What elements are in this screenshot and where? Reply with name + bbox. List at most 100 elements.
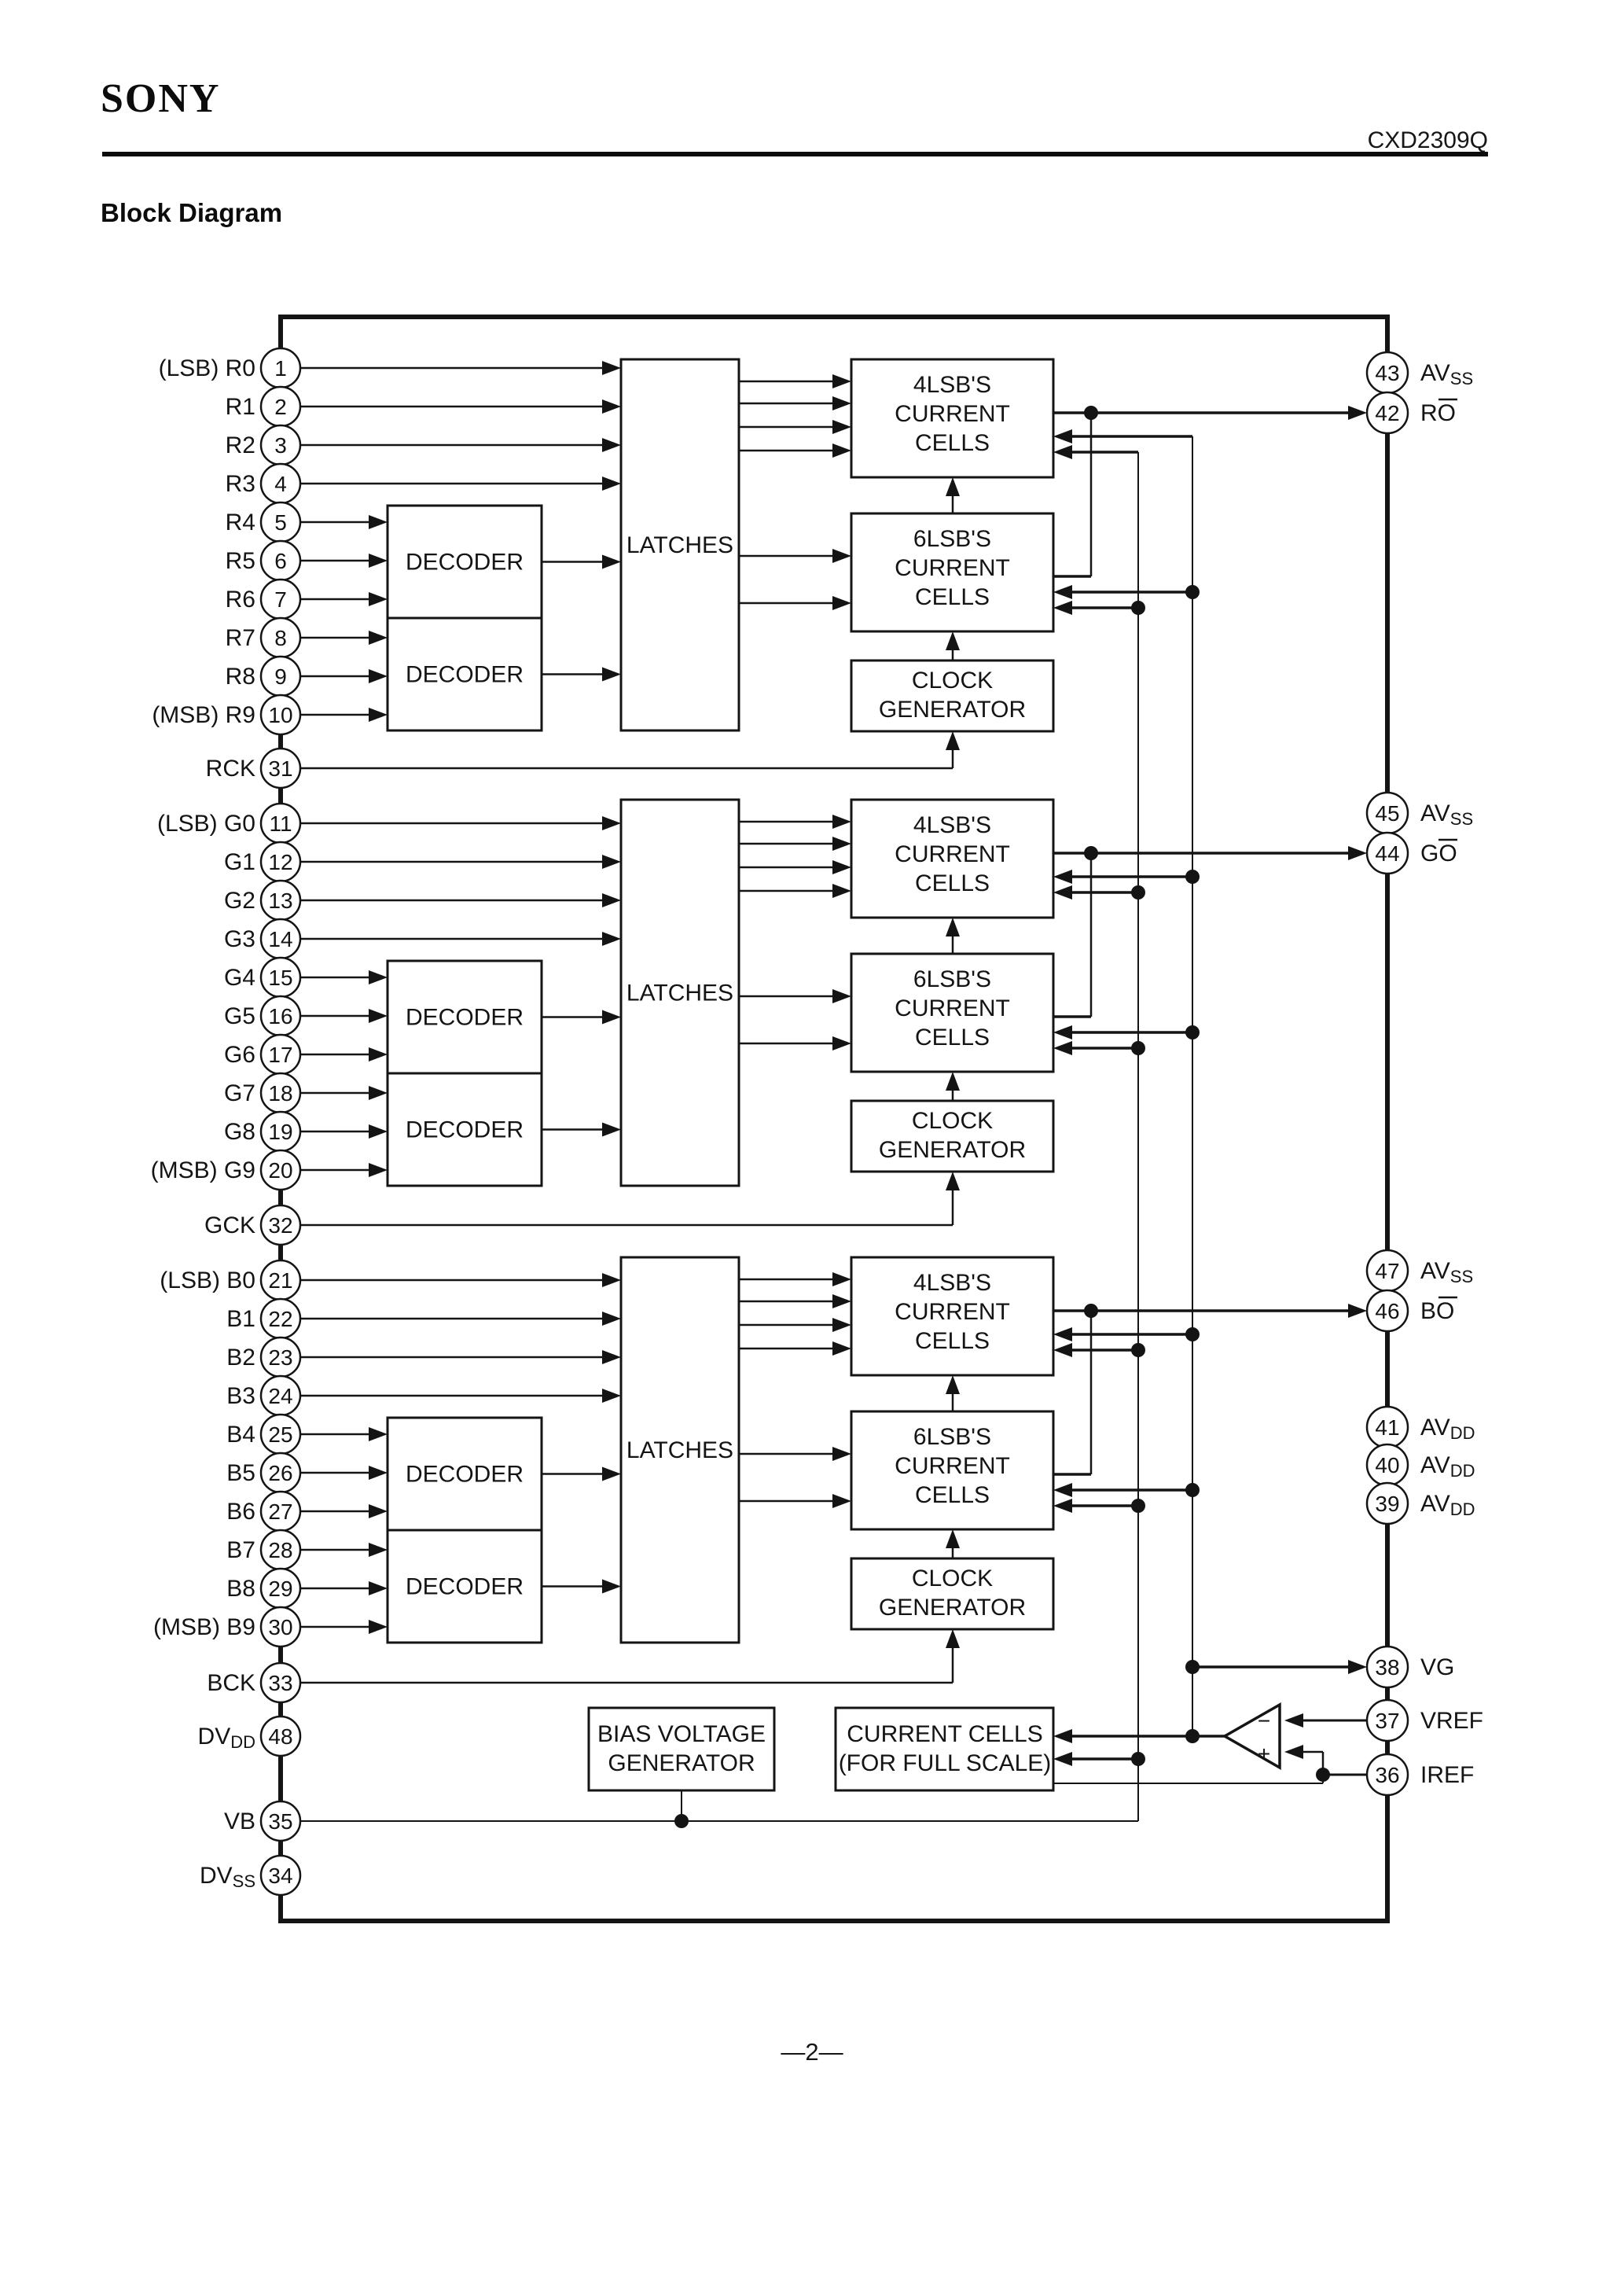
pin-number: 14 xyxy=(268,927,292,951)
pin-number: 42 xyxy=(1375,401,1399,425)
label: DECODER xyxy=(406,1117,524,1143)
block-latches-g: LATCHES xyxy=(619,798,740,1187)
channel-g: LATCHESDECODERDECODER4LSB'SCURRENTCELLS6… xyxy=(300,798,1367,1227)
label: CLOCK xyxy=(912,1566,993,1591)
pin-label: B7 xyxy=(226,1537,255,1563)
pin-number: 36 xyxy=(1375,1763,1399,1787)
pin-label: (LSB) R0 xyxy=(159,355,255,381)
label: DECODER xyxy=(406,662,524,688)
label: CELLS xyxy=(915,584,990,610)
label: − xyxy=(1258,1709,1270,1733)
pin-number: 1 xyxy=(274,356,287,381)
label: CURRENT CELLS xyxy=(847,1721,1043,1747)
pin-label: R6 xyxy=(226,587,255,613)
page-title: Block Diagram xyxy=(101,198,283,227)
pin-7: 7 R6 xyxy=(226,578,302,620)
pin-number: 18 xyxy=(268,1081,292,1106)
label: BIAS VOLTAGE xyxy=(597,1721,766,1747)
pin-label: GO xyxy=(1420,841,1457,867)
pin-number: 41 xyxy=(1375,1415,1399,1440)
header-rule xyxy=(102,152,1488,156)
pin-28: 28 B7 xyxy=(226,1529,302,1571)
label: GENERATOR xyxy=(879,1137,1026,1163)
block-decoder2-b: DECODER xyxy=(386,1529,543,1644)
label: CURRENT xyxy=(895,1299,1010,1325)
pin-label: G1 xyxy=(224,849,255,875)
label: CURRENT xyxy=(895,401,1010,427)
pin-number: 48 xyxy=(268,1724,292,1749)
block-clock-generator-b: CLOCK GENERATOR xyxy=(850,1557,1055,1631)
pin-label: (LSB) B0 xyxy=(160,1268,255,1293)
pin-number: 19 xyxy=(268,1120,292,1144)
pin-6: 6R5 xyxy=(226,539,302,582)
label: CURRENT xyxy=(895,995,1010,1021)
pin-label: VG xyxy=(1420,1654,1454,1680)
pin-label: IREF xyxy=(1420,1762,1474,1788)
page-number: —2— xyxy=(781,2038,843,2066)
pin-number: 45 xyxy=(1375,801,1399,826)
part-number: CXD2309Q xyxy=(1367,127,1488,153)
label: GENERATOR xyxy=(608,1750,755,1776)
pin-number: 29 xyxy=(268,1577,292,1601)
pin-5: 5R4 xyxy=(226,501,302,543)
pin-number: 7 xyxy=(274,587,287,612)
pin-number: 28 xyxy=(268,1538,292,1562)
label: CELLS xyxy=(915,1328,990,1354)
pin-12: 12 G1 xyxy=(224,841,302,883)
label: GENERATOR xyxy=(879,1595,1026,1621)
label: 6LSB'S xyxy=(913,1424,991,1450)
pin-label: B2 xyxy=(226,1345,255,1371)
label: GENERATOR xyxy=(879,697,1026,723)
pin-label: AVSS xyxy=(1420,1258,1473,1286)
pin-label: B6 xyxy=(226,1499,255,1525)
pin-number: 38 xyxy=(1375,1655,1399,1680)
pin-label: (MSB) G9 xyxy=(151,1157,255,1183)
pin-label: (MSB) R9 xyxy=(152,702,255,728)
pin-label: R3 xyxy=(226,471,255,497)
label: CURRENT xyxy=(895,555,1010,581)
label: CLOCK xyxy=(912,668,993,694)
pin-number: 12 xyxy=(268,850,292,874)
pin-4: 4R3 xyxy=(226,462,302,505)
label: LATCHES xyxy=(626,1437,733,1463)
label: CELLS xyxy=(915,430,990,456)
pin-number: 35 xyxy=(268,1809,292,1834)
pin-number: 13 xyxy=(268,889,292,913)
pin-1: 1 (LSB) R0 xyxy=(159,347,302,389)
pin-number: 25 xyxy=(268,1422,292,1447)
pin-label: R5 xyxy=(226,548,255,574)
label: 6LSB'S xyxy=(913,526,991,552)
pin-number: 31 xyxy=(268,756,292,781)
pin-number: 46 xyxy=(1375,1299,1399,1323)
pin-number: 20 xyxy=(268,1158,292,1183)
pin-number: 47 xyxy=(1375,1259,1399,1283)
pin-36: 36 IREF xyxy=(1365,1753,1474,1797)
block-6lsb-cells-r: 6LSB'S CURRENT CELLS xyxy=(850,512,1055,633)
pin-number: 17 xyxy=(268,1043,292,1067)
label: 6LSB'S xyxy=(913,966,991,992)
block-decoder2-r: DECODER xyxy=(386,616,543,732)
pin-label: G7 xyxy=(224,1080,255,1106)
pin-label: B1 xyxy=(226,1306,255,1332)
label: (FOR FULL SCALE) xyxy=(839,1750,1052,1776)
block-decoder2-g: DECODER xyxy=(386,1072,543,1187)
label: DECODER xyxy=(406,1005,524,1031)
pin-number: 33 xyxy=(268,1671,292,1695)
pin-47: 47 AVSS xyxy=(1365,1249,1473,1293)
pin-18: 18 G7 xyxy=(224,1072,302,1114)
bias-rails xyxy=(1137,436,1193,1821)
pin-number: 40 xyxy=(1375,1453,1399,1477)
block-bias-voltage-generator: BIAS VOLTAGE GENERATOR xyxy=(587,1706,776,1792)
